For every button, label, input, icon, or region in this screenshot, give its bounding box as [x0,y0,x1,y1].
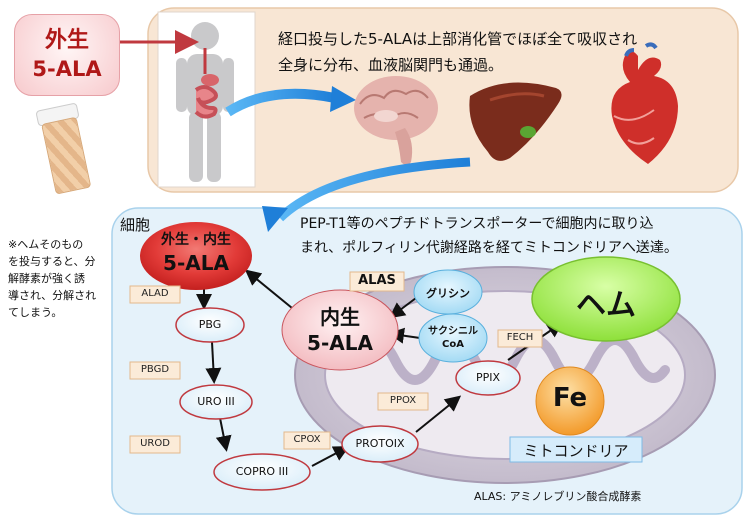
fech-label: FECH [506,332,534,343]
cpox-box [283,431,331,450]
fe-label: Fe [552,383,588,413]
note-line-1: ※ヘムそのもの [8,238,84,251]
succinyl-coa-label: サクシニル CoA [419,325,487,351]
uro-node [179,384,253,420]
ppix-label: PPIX [475,371,501,384]
cell-label: 細胞 [120,216,151,234]
succinyl-line-1: サクシニル [428,326,478,337]
fech-box [497,329,543,348]
heart-icon [611,42,678,164]
digestive-tract-icon [194,48,219,119]
transport-line-2: まれ、ポルフィリン代謝経路を経てミトコンドリアへ送達。 [300,240,678,256]
endo-ala-text: 内生 5-ALA [282,304,398,356]
alad-box [129,285,181,304]
heme-label: ヘム [576,288,636,323]
uptake-arrow [276,157,471,222]
fe-node [535,366,605,436]
ppox-box [377,392,429,411]
glycine-label: グリシン [426,287,470,300]
succinyl-coa-node [418,313,488,363]
top-panel [147,7,739,193]
protoix-label: PROTOIX [355,437,405,450]
transport-line-1: PEP-T1等のペプチドトランスポーターで細胞内に取り込 [300,216,654,232]
absorption-line-1: 経口投与した5-ALAは上部消化管でほぼ全て吸収され [278,30,638,48]
footnote: ALAS: アミノレブリン酸合成酵素 [474,490,642,503]
note-line-2: を投与すると、分 [8,255,96,268]
ppox-label: PPOX [389,395,417,406]
cpox-label: CPOX [293,434,321,445]
absorption-line-2: 全身に分布、血液脳関門も通過。 [278,56,504,74]
exo-endo-line-1: 外生・内生 [161,232,231,248]
ppix-node [455,360,521,396]
pbgd-label: PBGD [140,364,170,375]
note-line-5: てしまう。 [8,306,63,319]
protoix-node [341,425,419,463]
brain-icon [354,76,438,165]
alas-label: ALAS [358,273,396,288]
alas-box [349,271,405,292]
endo-line-2: 5-ALA [307,331,373,355]
urod-label: UROD [140,438,170,449]
note-line-3: 解酵素が強く誘 [8,272,85,285]
mitochondria-label: ミトコンドリア [523,442,629,460]
heme-administration-note: ※ヘムそのもの を投与すると、分 解酵素が強く誘 導され、分解され てしまう。 [8,236,96,321]
copro-node [213,453,311,491]
mito-label-box [509,436,643,463]
pbg-label: PBG [198,318,222,331]
exo-ala-box: 外生 5-ALA [14,14,120,96]
liver-icon [469,82,562,161]
copro-label: COPRO III [235,465,289,478]
endo-line-1: 内生 [320,305,360,329]
pbg-node [175,307,245,343]
exo-endo-ala-node [140,222,252,290]
exo-endo-line-2: 5-ALA [163,251,229,275]
distribution-arrow [225,88,336,117]
exo-endo-ala-text: 外生・内生 5-ALA [140,230,252,276]
note-line-4: 導され、分解され [8,289,97,302]
endo-ala-node [281,289,399,371]
uro-label: URO III [197,395,235,408]
absorption-description: 経口投与した5-ALAは上部消化管でほぼ全て吸収され 全身に分布、血液脳関門も通… [278,26,637,78]
exo-label: 外生 [44,28,89,53]
exo-ala-label: 5-ALA [32,57,102,81]
succinyl-line-2: CoA [442,339,464,350]
transport-description: PEP-T1等のペプチドトランスポーターで細胞内に取り込 まれ、ポルフィリン代謝… [300,212,678,260]
pbgd-box [129,361,181,380]
urod-box [129,435,181,454]
heme-node [531,256,681,342]
alad-label: ALAD [141,288,169,299]
